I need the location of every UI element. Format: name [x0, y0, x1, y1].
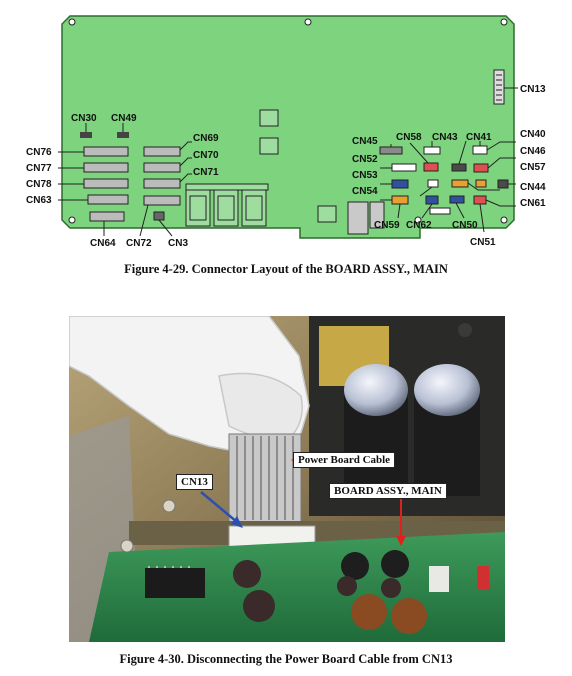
label-cn62: CN62	[406, 220, 432, 231]
main-board	[61, 15, 515, 239]
callout-board-assy-main: BOARD ASSY., MAIN	[329, 483, 447, 499]
label-cn30: CN30	[71, 113, 97, 124]
label-cn3: CN3	[168, 238, 188, 249]
connector-layout-diagram: CN13 CN30 CN49 CN76 CN77 CN78 CN63 CN64 …	[26, 15, 546, 249]
label-cn54: CN54	[352, 186, 378, 197]
photo-illustration	[69, 316, 505, 642]
label-cn69: CN69	[193, 133, 219, 144]
cn13-connector	[493, 69, 505, 105]
label-cn70: CN70	[193, 150, 219, 161]
label-cn46: CN46	[520, 146, 546, 157]
label-cn64: CN64	[90, 238, 116, 249]
label-cn44: CN44	[520, 182, 546, 193]
label-cn43: CN43	[432, 132, 458, 143]
label-cn59: CN59	[374, 220, 400, 231]
label-cn61: CN61	[520, 198, 546, 209]
figure-4-30-caption: Figure 4-30. Disconnecting the Power Boa…	[119, 652, 453, 666]
label-cn53: CN53	[352, 170, 378, 181]
label-cn57: CN57	[520, 162, 546, 173]
label-cn63: CN63	[26, 195, 52, 206]
figure-4-29-caption: Figure 4-29. Connector Layout of the BOA…	[124, 262, 448, 276]
power-cable-photo: Power Board Cable BOARD ASSY., MAIN CN13	[69, 316, 505, 642]
right-connector-bank	[379, 145, 509, 215]
label-cn13: CN13	[520, 84, 546, 95]
pcb-components	[233, 550, 489, 634]
power-board-cable	[228, 433, 302, 523]
mid-connector-bank	[143, 146, 181, 221]
label-cn72: CN72	[126, 238, 152, 249]
label-cn77: CN77	[26, 163, 52, 174]
label-cn40: CN40	[520, 129, 546, 140]
callout-power-board-cable: Power Board Cable	[293, 452, 396, 468]
label-cn76: CN76	[26, 147, 52, 158]
capacitors	[344, 364, 480, 496]
label-cn71: CN71	[193, 167, 219, 178]
label-cn41: CN41	[466, 132, 492, 143]
mounting-holes	[68, 18, 508, 224]
label-cn58: CN58	[396, 132, 422, 143]
label-cn49: CN49	[111, 113, 137, 124]
label-cn52: CN52	[352, 154, 378, 165]
callout-cn13: CN13	[176, 474, 213, 490]
label-cn50: CN50	[452, 220, 478, 231]
label-cn51: CN51	[470, 237, 496, 248]
label-cn78: CN78	[26, 179, 52, 190]
relay-components	[185, 109, 385, 235]
label-cn45: CN45	[352, 136, 378, 147]
